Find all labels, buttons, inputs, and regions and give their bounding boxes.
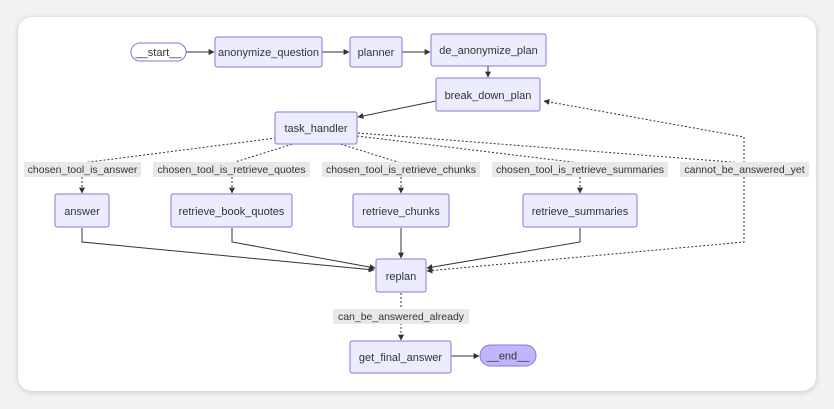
node-replan-label: replan xyxy=(386,271,417,283)
edge-loop-breakdown xyxy=(543,99,745,163)
node-retrieve-chunks-label: retrieve_chunks xyxy=(362,206,440,218)
node-retrieve-summaries-label: retrieve_summaries xyxy=(532,206,629,218)
node-de-anonymize-plan-label: de_anonymize_plan xyxy=(439,45,537,57)
node-start-label: __start__ xyxy=(135,47,183,59)
node-end-label: __end__ xyxy=(486,351,531,363)
label-cannot-be-answered-yet: cannot_be_answered_yet xyxy=(684,164,804,176)
node-break-down-plan-label: break_down_plan xyxy=(445,90,532,102)
node-planner-label: planner xyxy=(358,47,395,59)
label-chosen-tool-is-retrieve-chunks: chosen_tool_is_retrieve_chunks xyxy=(326,164,476,176)
edge-labels: chosen_tool_is_answer chosen_tool_is_ret… xyxy=(24,162,809,324)
node-break-down-plan[interactable]: break_down_plan xyxy=(435,77,541,112)
edge-cannot-replan xyxy=(426,177,745,274)
node-answer-label: answer xyxy=(64,206,100,218)
node-retrieve-summaries[interactable]: retrieve_summaries xyxy=(522,193,638,228)
node-replan[interactable]: replan xyxy=(375,258,427,293)
node-planner[interactable]: planner xyxy=(349,36,403,68)
node-answer[interactable]: answer xyxy=(54,193,110,228)
node-retrieve-book-quotes[interactable]: retrieve_book_quotes xyxy=(170,193,293,228)
edge-summaries-replan xyxy=(426,228,581,271)
node-anonymize-question-label: anonymize_question xyxy=(218,47,319,59)
edge-quotes-replan xyxy=(231,228,376,270)
node-retrieve-chunks[interactable]: retrieve_chunks xyxy=(352,193,450,228)
node-get-final-answer[interactable]: get_final_answer xyxy=(349,340,452,374)
edges xyxy=(79,49,745,359)
node-end[interactable]: __end__ xyxy=(479,344,537,367)
edge-answer-replan xyxy=(81,228,375,273)
label-chosen-tool-is-retrieve-quotes: chosen_tool_is_retrieve_quotes xyxy=(157,164,305,176)
node-de-anonymize-plan[interactable]: de_anonymize_plan xyxy=(430,33,547,67)
edge-th-cannot-a xyxy=(357,132,745,164)
node-task-handler-label: task_handler xyxy=(285,123,348,135)
label-can-be-answered-already: can_be_answered_already xyxy=(338,311,465,323)
node-start[interactable]: __start__ xyxy=(130,42,187,62)
node-retrieve-book-quotes-label: retrieve_book_quotes xyxy=(179,206,285,218)
edge-th-answer-a xyxy=(81,137,277,164)
node-get-final-answer-label: get_final_answer xyxy=(359,352,443,364)
edge-breakdown-taskhandler xyxy=(357,100,437,119)
label-chosen-tool-is-answer: chosen_tool_is_answer xyxy=(28,164,138,176)
node-task-handler[interactable]: task_handler xyxy=(274,111,358,145)
edge-th-summaries-a xyxy=(356,135,581,164)
node-anonymize-question[interactable]: anonymize_question xyxy=(214,36,323,68)
edge-th-chunks-a xyxy=(336,142,402,164)
nodes: __start__ anonymize_question planner de_… xyxy=(54,33,638,374)
edge-th-quotes-a xyxy=(231,142,297,164)
label-chosen-tool-is-retrieve-summaries: chosen_tool_is_retrieve_summaries xyxy=(496,164,664,176)
